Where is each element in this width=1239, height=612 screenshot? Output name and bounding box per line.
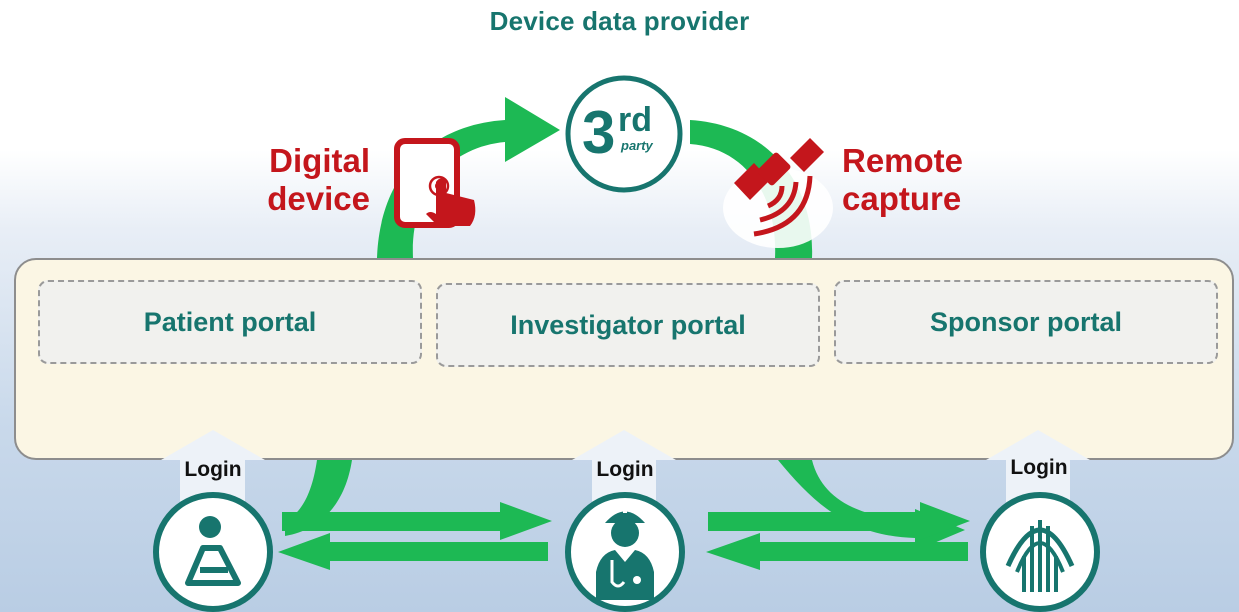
login-arrow-patient-head — [161, 430, 265, 460]
sponsor-portal[interactable]: Sponsor portal — [834, 280, 1218, 364]
third-party-superscript: rd — [618, 101, 652, 139]
remote-capture-line2: capture — [842, 180, 962, 217]
sponsor-portal-label: Sponsor portal — [929, 306, 1122, 337]
investigator-portal-label: Investigator portal — [510, 309, 746, 340]
remote-capture-label: Remote capture — [842, 142, 1012, 218]
arrow-investigator-to-patient — [278, 533, 548, 570]
login-label-patient[interactable]: Login — [184, 458, 242, 481]
login-arrow-sponsor-head — [986, 430, 1090, 460]
patient-portal-label: Patient portal — [143, 306, 317, 337]
sponsor-building-icon[interactable] — [980, 492, 1100, 612]
digital-device-line2: device — [267, 180, 370, 217]
third-party-subscript: party — [621, 138, 653, 153]
digital-device-line1: Digital — [269, 142, 370, 179]
tablet-touch-icon — [394, 138, 476, 228]
arc-digital-to-third-party — [377, 97, 560, 258]
digital-device-label: Digital device — [222, 142, 370, 218]
arrow-sponsor-to-investigator — [706, 533, 968, 570]
login-label-sponsor[interactable]: Login — [1010, 456, 1068, 479]
arrow-patient-to-investigator — [282, 502, 552, 540]
third-party-numeral: 3 — [582, 99, 616, 166]
patient-portal[interactable]: Patient portal — [38, 280, 422, 364]
arc-sponsor-link — [778, 460, 965, 551]
remote-capture-line1: Remote — [842, 142, 964, 179]
doctor-icon[interactable] — [565, 492, 685, 612]
third-party-label: 3 rd party — [578, 96, 670, 176]
login-label-investigator[interactable]: Login — [596, 458, 654, 481]
arrow-investigator-to-sponsor — [708, 502, 970, 540]
investigator-portal[interactable]: Investigator portal — [436, 283, 820, 367]
satellite-icon — [723, 138, 833, 248]
page-title: Device data provider — [489, 6, 750, 36]
patient-icon[interactable] — [153, 492, 273, 612]
third-party-badge[interactable] — [565, 75, 683, 193]
login-arrow-investigator-head — [572, 430, 676, 460]
